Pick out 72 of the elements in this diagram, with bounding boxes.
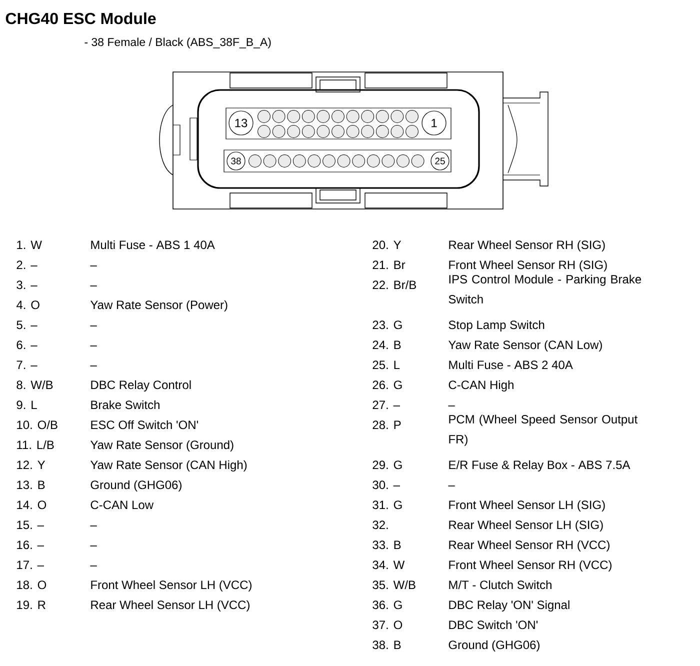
pin-label: 13. B	[17, 480, 45, 490]
pin-label: 31. G	[372, 500, 402, 510]
pin-function: Rear Wheel Sensor LH (SIG)	[449, 520, 603, 532]
pin-label: 35. W/B	[372, 580, 416, 590]
pin-label: 24. B	[372, 340, 401, 349]
pin-label: 12. Y	[17, 460, 46, 469]
pin-function: Ground (GHG06)	[448, 640, 540, 652]
pin-function: Yaw Rate Sensor (Power)	[90, 300, 228, 312]
pin-label: 36. G	[372, 600, 402, 610]
pin-function: DBC Relay 'ON' Signal	[449, 600, 570, 612]
pin-number: 1	[432, 118, 437, 128]
pin-label: 6. –	[16, 340, 38, 350]
pin-label: 32.	[372, 520, 388, 530]
pin-function: Multi Fuse - ABS 2 40A	[449, 360, 573, 370]
pin-number: 13	[235, 118, 248, 128]
pin-number: 38	[231, 158, 241, 164]
diagram-title: CHG40 ESC Module	[6, 12, 156, 24]
pin-function: Yaw Rate Sensor (CAN High)	[90, 460, 247, 472]
pin-label: 9. L	[16, 400, 37, 410]
pin-function: Rear Wheel Sensor LH (VCC)	[91, 600, 250, 612]
pin-function: ESC Off Switch 'ON'	[91, 420, 198, 430]
pin-label: 20. Y	[372, 240, 402, 250]
pin-function: Front Wheel Sensor RH (VCC)	[449, 560, 612, 572]
pin-label: 18. O	[17, 580, 46, 590]
pin-label: 30. –	[372, 480, 400, 490]
pin-label: 17. –	[17, 560, 44, 569]
pin-number: 25	[435, 158, 445, 164]
pin-label: 1. W	[17, 240, 42, 249]
pin-label: 37. O	[372, 620, 402, 630]
pin-function: IPS Control Module - Parking Brake Switch	[448, 274, 642, 304]
pin-label: 28. P	[372, 420, 401, 430]
pin-label: 11. L/B	[17, 440, 54, 450]
pin-function: Yaw Rate Sensor (Ground)	[90, 440, 234, 452]
pin-label: 3. –	[16, 280, 38, 290]
pin-function: PCM (Wheel Speed Sensor Output FR)	[449, 414, 638, 446]
pin-label: 26. G	[372, 380, 402, 390]
pin-label: 10. O/B	[17, 420, 58, 430]
pin-function: Front Wheel Sensor LH (SIG)	[449, 500, 605, 512]
pin-label: 2. –	[16, 260, 38, 269]
pin-label: 8. W/B	[16, 380, 53, 390]
pin-function: E/R Fuse & Relay Box - ABS 7.5A	[449, 460, 630, 472]
pin-function: C-CAN Low	[90, 500, 154, 510]
pin-function: C-CAN High	[448, 380, 514, 392]
pin-function: Ground (GHG06)	[90, 480, 182, 492]
label: - 38 Female / Black (ABS_38F_B_A)	[84, 38, 271, 48]
pin-label: 38. B	[372, 640, 401, 650]
pin-function: Front Wheel Sensor LH (VCC)	[91, 580, 252, 592]
pin-function: DBC Relay Control	[91, 380, 191, 392]
pin-label: 33. B	[372, 540, 401, 550]
pin-function: Rear Wheel Sensor RH (VCC)	[449, 540, 610, 552]
pin-function: Front Wheel Sensor RH (SIG)	[449, 260, 607, 272]
pin-function: Yaw Rate Sensor (CAN Low)	[448, 340, 602, 352]
pin-label: 19. R	[17, 600, 46, 610]
pin-label: 14. O	[17, 500, 46, 510]
pin-function: Rear Wheel Sensor RH (SIG)	[449, 240, 605, 252]
pin-label: 7. –	[16, 360, 38, 369]
pin-label: 21. Br	[372, 260, 406, 269]
pin-label: 5. –	[16, 320, 38, 330]
pin-function: M/T - Clutch Switch	[449, 580, 552, 590]
pin-label: 27. –	[372, 400, 400, 409]
pin-function: Multi Fuse - ABS 1 40A	[91, 240, 215, 250]
pin-label: 15. –	[17, 520, 44, 530]
pin-label: 22. Br/B	[372, 280, 416, 290]
pin-label: 23. G	[372, 320, 402, 330]
pin-label: 16. –	[17, 540, 44, 550]
pin-function: Stop Lamp Switch	[448, 320, 544, 332]
pin-label: 29. G	[372, 460, 402, 470]
pin-function: Brake Switch	[91, 400, 160, 410]
pin-function: DBC Switch 'ON'	[449, 620, 538, 630]
pin-label: 25. L	[372, 360, 400, 370]
pin-label: 34. W	[372, 560, 405, 570]
pin-label: 4. O	[16, 300, 40, 310]
